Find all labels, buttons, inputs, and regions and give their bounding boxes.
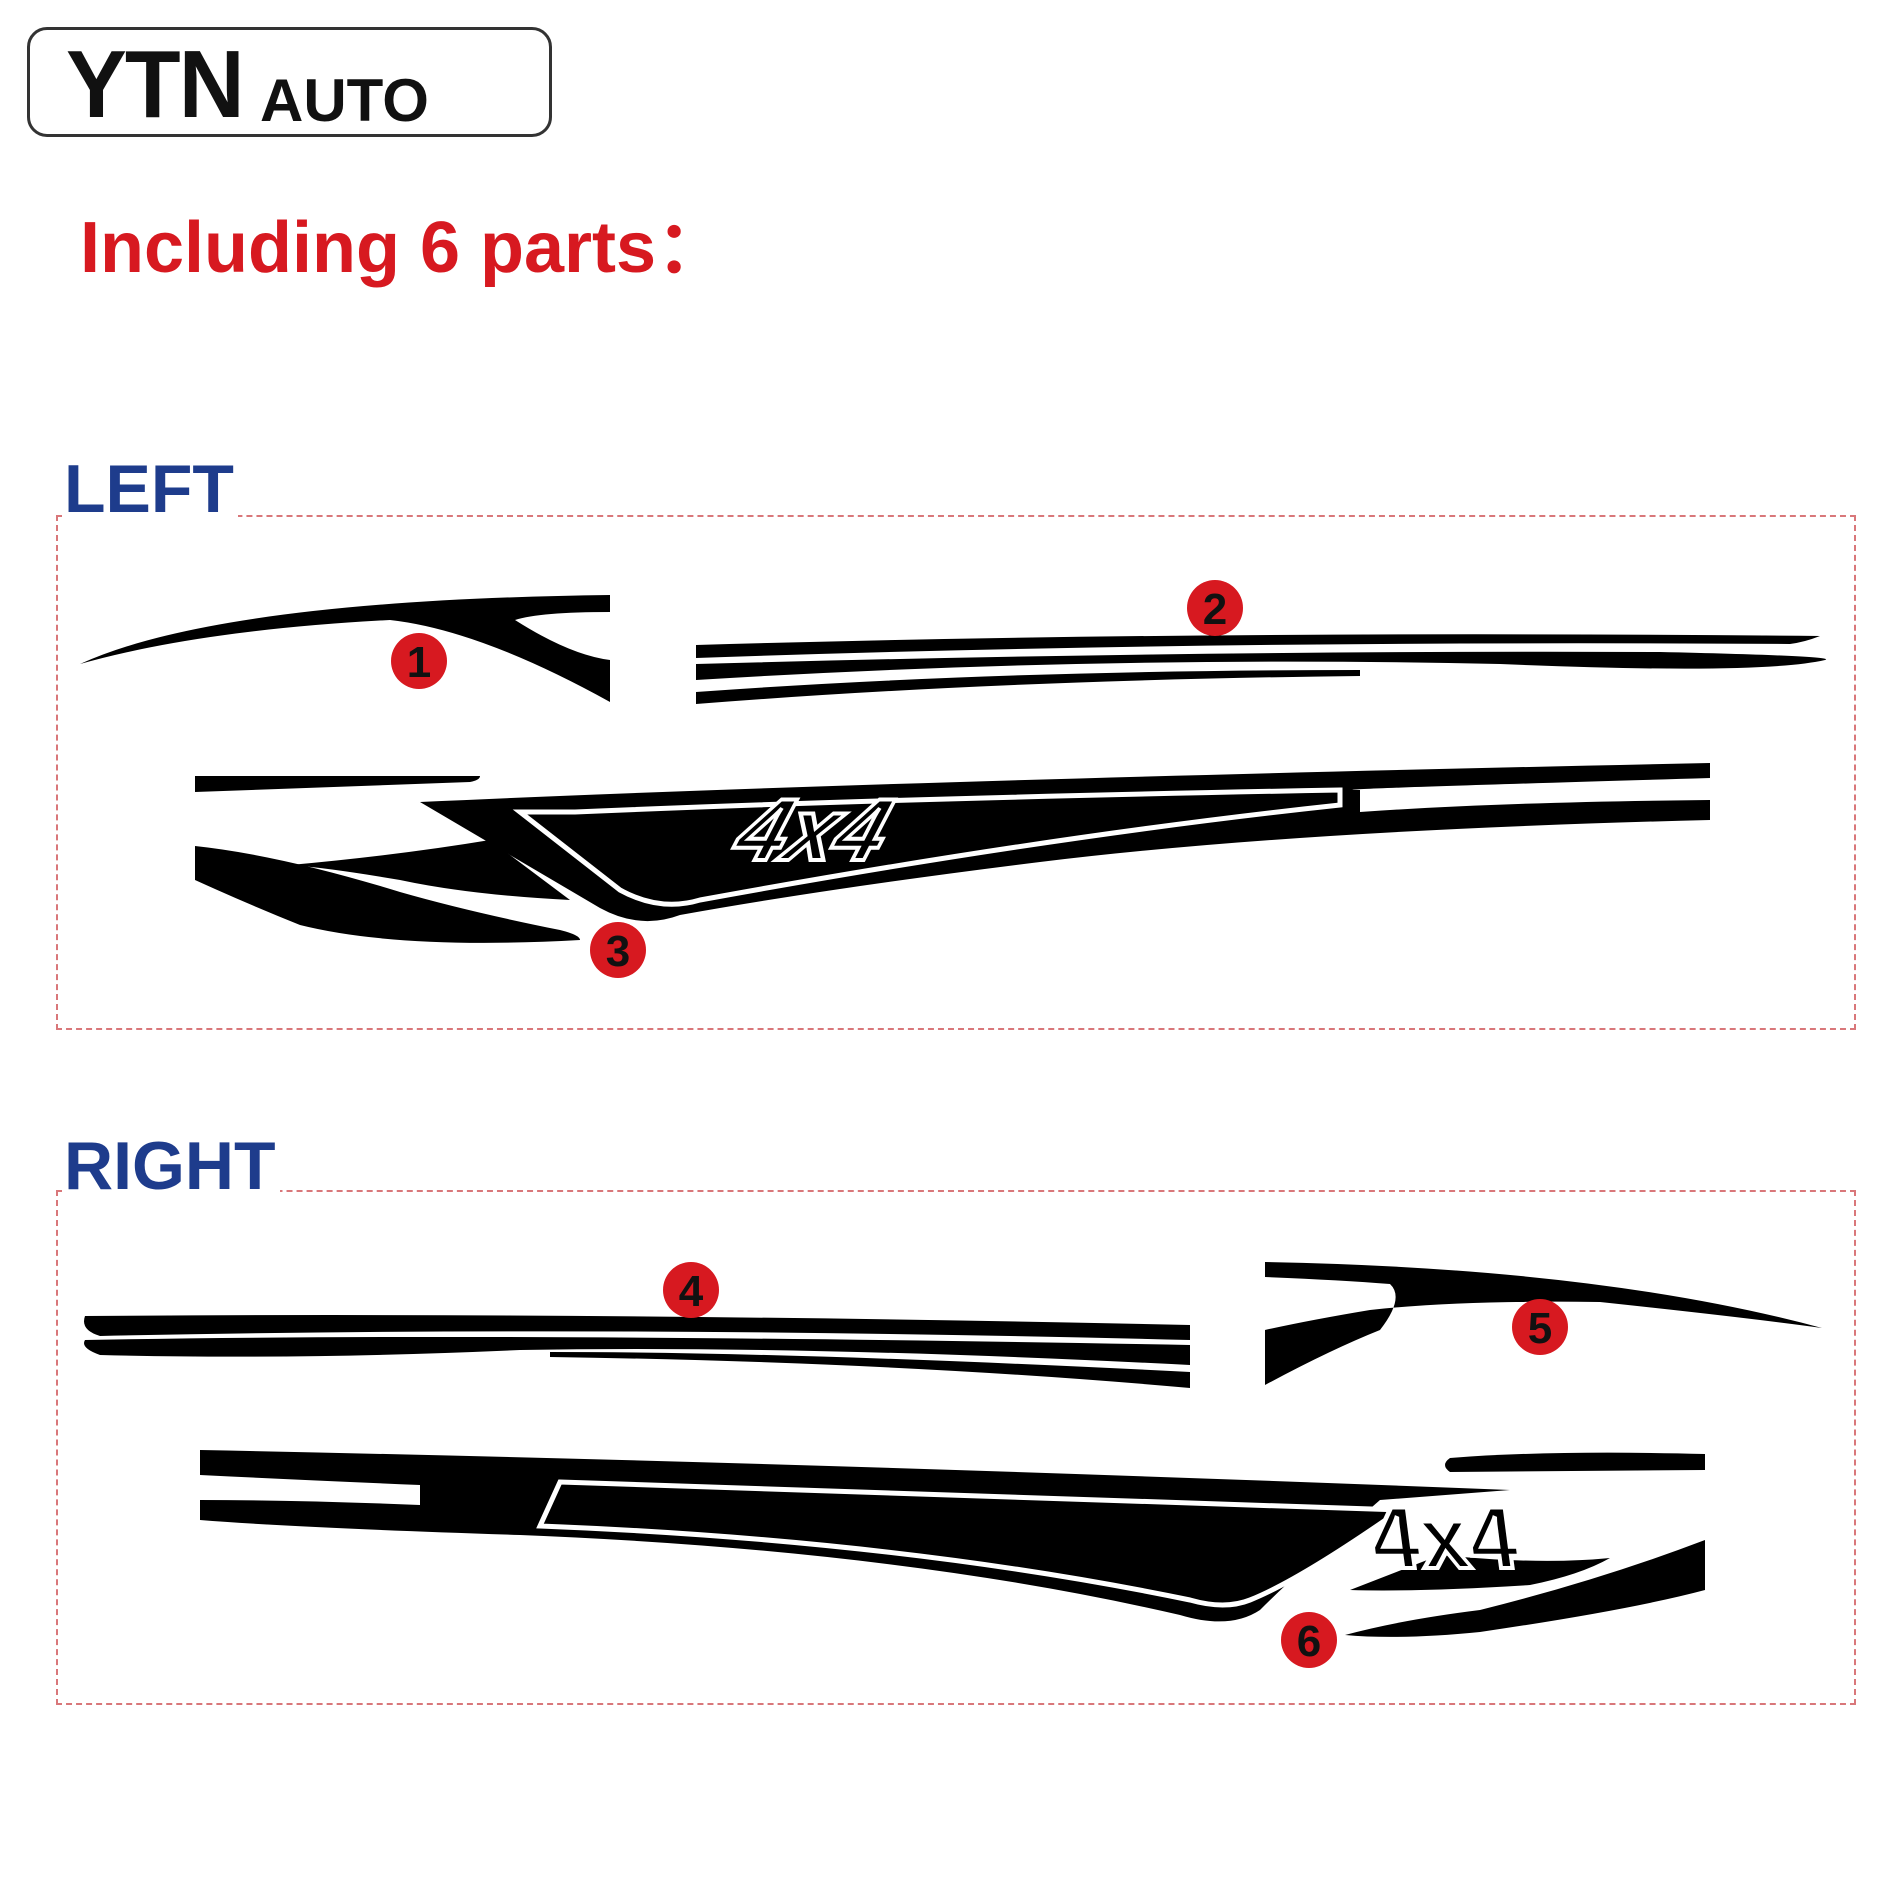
logo-sub-text: AUTO	[260, 67, 429, 134]
decal-part-5	[1265, 1262, 1822, 1385]
badge-circle	[391, 633, 447, 689]
badge-circle	[1281, 1612, 1337, 1668]
badge-circle	[1512, 1299, 1568, 1355]
logo-main-text: YTN	[66, 31, 245, 139]
part-badge-5: 5	[1512, 1299, 1568, 1355]
badge-circle	[663, 1262, 719, 1318]
part-number-1: 1	[407, 638, 431, 687]
part-badge-3: 3	[590, 922, 646, 978]
part-number-5: 5	[1528, 1304, 1552, 1353]
decal-part-1	[80, 595, 610, 702]
badge-circle	[1187, 580, 1243, 636]
part-badge-1: 1	[391, 633, 447, 689]
decal-part-4	[84, 1315, 1190, 1388]
part-number-2: 2	[1203, 585, 1227, 634]
decal-part-3: 4x4	[195, 763, 1710, 943]
right-panel	[56, 1190, 1856, 1705]
section-label-right: RIGHT	[64, 1132, 280, 1200]
part-number-6: 6	[1297, 1617, 1321, 1666]
part-number-4: 4	[679, 1267, 704, 1316]
part-badge-2: 2	[1187, 580, 1243, 636]
page-title: Including 6 parts：	[80, 208, 729, 288]
decal-text-right: 4x4	[1352, 1489, 1533, 1587]
decal-part-6: 4x4	[200, 1450, 1705, 1637]
decal-text-left: 4x4	[722, 781, 903, 879]
section-label-left: LEFT	[64, 455, 238, 523]
brand-logo: YTN AUTO	[27, 27, 552, 137]
part-badge-6: 6	[1281, 1612, 1337, 1668]
left-panel	[56, 515, 1856, 1030]
part-number-3: 3	[606, 927, 630, 976]
badge-circle	[590, 922, 646, 978]
decal-part-2	[696, 634, 1827, 704]
part-badge-4: 4	[663, 1262, 719, 1318]
